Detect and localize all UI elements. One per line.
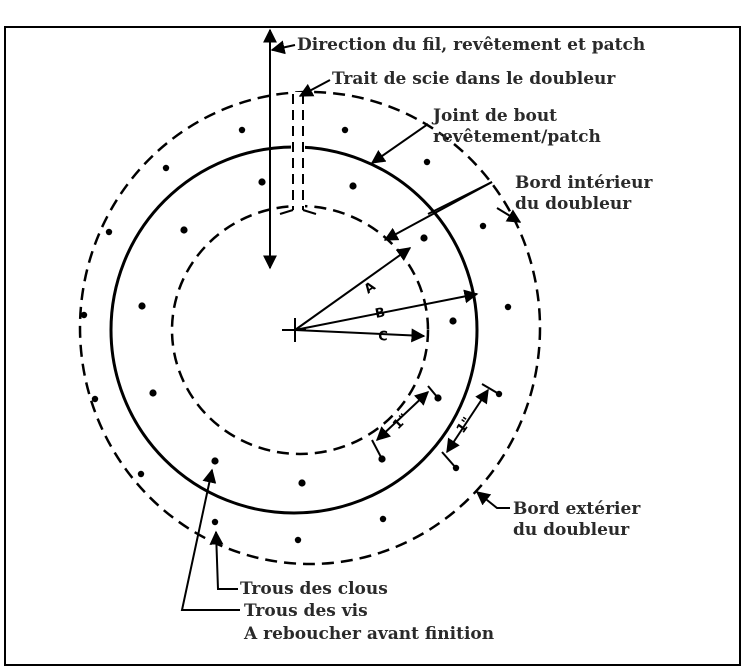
hole (298, 479, 306, 487)
hole (138, 302, 146, 310)
leader-screw-holes (180, 468, 240, 611)
inner-edge-label-1: Bord intérieur (515, 173, 654, 193)
hole (423, 158, 431, 166)
hole (180, 226, 188, 234)
hole (349, 182, 357, 190)
hole (258, 178, 266, 186)
butt-joint-label-2: revêtement/patch (433, 127, 601, 147)
hole (449, 317, 457, 325)
radius-a-line (294, 247, 412, 331)
dimension-outer-label: 1" (454, 415, 475, 437)
hole (379, 515, 387, 523)
leader-inner-edge-2 (427, 181, 493, 215)
radius-b-line (294, 289, 479, 331)
leader-outer-edge (475, 491, 510, 509)
radius-c-line (294, 328, 426, 343)
inner-edge-label-2: du doubleur (515, 194, 632, 214)
hole (294, 536, 302, 544)
hole (479, 222, 487, 230)
radius-c-label: C (378, 329, 388, 344)
radius-b-label: B (374, 305, 387, 322)
leader-inner-edge-3 (496, 207, 522, 223)
hole (137, 470, 145, 478)
hole (341, 126, 349, 134)
hole (105, 228, 113, 236)
direction-label: Direction du fil, revêtement et patch (297, 35, 645, 55)
dimension-outer (441, 383, 500, 469)
hole (211, 457, 219, 465)
outer-doubler-edge (78, 90, 542, 566)
saw-cut (279, 92, 317, 215)
leader-saw-cut (298, 79, 331, 97)
hole (420, 234, 428, 242)
outer-edge-label-1: Bord extérier (513, 499, 641, 519)
hole (149, 389, 157, 397)
hole (211, 518, 219, 526)
leader-direction (270, 40, 296, 55)
leader-butt-joint (370, 123, 429, 164)
rivet-holes-label: Trous des clous (240, 579, 388, 599)
saw-cut-label: Trait de scie dans le doubleur (332, 69, 616, 89)
radius-a-label: A (362, 279, 379, 297)
hole (504, 303, 512, 311)
fill-before-label: A reboucher avant finition (243, 624, 494, 644)
outer-edge-label-2: du doubleur (513, 520, 630, 540)
dimension-inner (371, 385, 439, 460)
hole (238, 126, 246, 134)
diagram-frame (4, 26, 741, 666)
hole (91, 395, 99, 403)
screw-holes-label: Trous des vis (244, 601, 368, 621)
butt-joint-label-1: Joint de bout (431, 106, 557, 126)
hole (162, 164, 170, 172)
leader-rivet-holes (209, 530, 238, 590)
hole (80, 311, 88, 319)
